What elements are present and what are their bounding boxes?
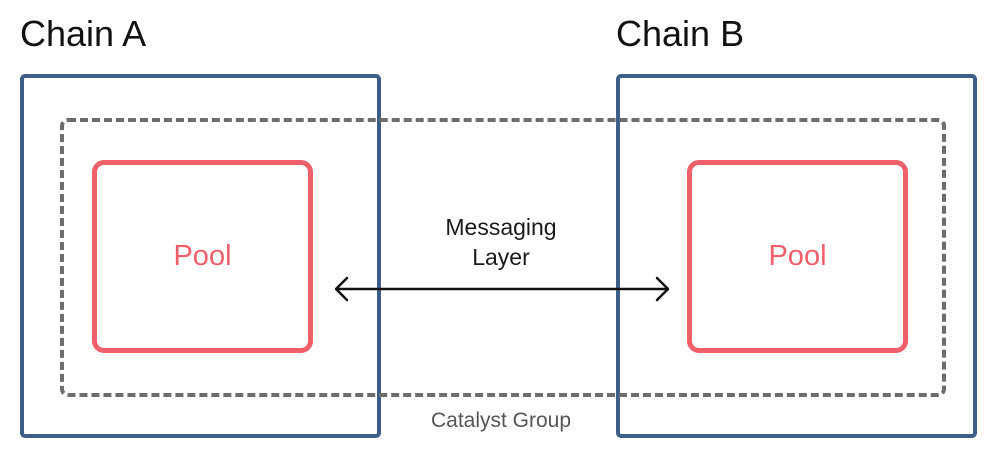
chain-b-label: Chain B [616, 13, 745, 54]
messaging-layer-label: Messaging Layer [401, 212, 601, 272]
catalyst-group-label: Catalyst Group [430, 409, 572, 432]
chain-b-box [616, 74, 977, 438]
chain-a-label: Chain A [20, 13, 147, 54]
chain-a-pool: Pool [92, 160, 313, 353]
messaging-layer-line-2: Layer [472, 244, 530, 270]
arrow-head-left-icon [334, 276, 349, 302]
chain-b-pool-label: Pool [768, 240, 827, 272]
chain-b-pool: Pool [687, 160, 908, 353]
catalyst-group-box [60, 118, 946, 397]
chain-a-pool-label: Pool [173, 240, 232, 272]
messaging-layer-line-1: Messaging [445, 214, 557, 240]
arrow-head-right-icon [655, 276, 670, 302]
chain-a-box [20, 74, 381, 438]
